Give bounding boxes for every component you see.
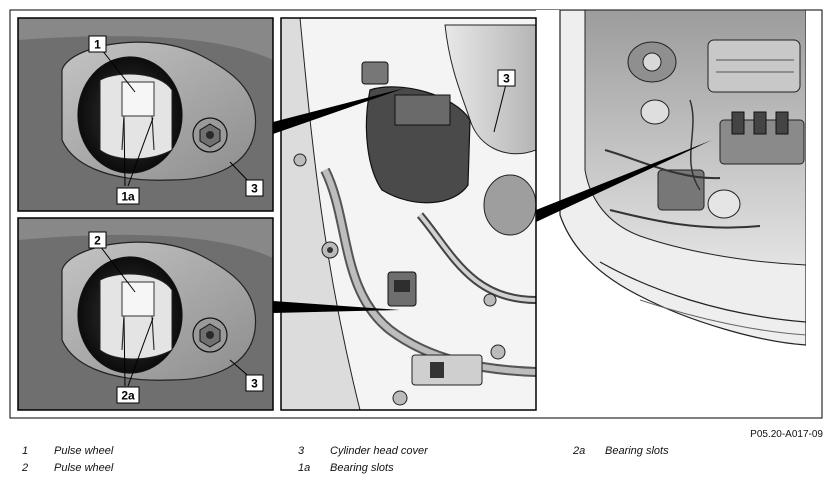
legend-text: Bearing slots xyxy=(330,462,394,474)
callout-3-center-label: 3 xyxy=(503,72,510,86)
pointer-center-to-car xyxy=(536,140,712,222)
inset-bottom-view xyxy=(18,218,273,410)
callout-3-top-label: 3 xyxy=(251,182,258,196)
callout-3-top: 3 xyxy=(245,179,264,197)
legend-text: Pulse wheel xyxy=(54,445,114,457)
callout-2a: 2a xyxy=(116,386,140,404)
engine-closeup-frame xyxy=(280,17,537,411)
pointer-top-inset xyxy=(273,88,405,134)
pointer-bottom-inset xyxy=(273,301,400,313)
callout-1-label: 1 xyxy=(94,38,101,52)
legend-text: Cylinder head cover xyxy=(330,445,428,457)
callout-1a-label: 1a xyxy=(121,190,135,204)
inset-top-frame xyxy=(17,17,274,212)
legend-number: 2a xyxy=(573,445,586,457)
legend-number: 2 xyxy=(22,462,29,474)
car-overview-view xyxy=(536,10,806,350)
legend: 1 Pulse wheel 2 Pulse wheel 3 Cylinder h… xyxy=(0,443,833,483)
callout-1a: 1a xyxy=(116,187,140,205)
callout-2a-label: 2a xyxy=(121,389,135,403)
callout-2-label: 2 xyxy=(94,234,101,248)
figure-code: P05.20-A017-09 xyxy=(750,429,823,440)
callout-1: 1 xyxy=(88,35,107,53)
legend-number: 1 xyxy=(22,445,29,457)
inset-bottom-frame xyxy=(17,217,274,411)
leader-lines xyxy=(99,49,507,387)
callout-3-bottom: 3 xyxy=(245,374,264,392)
legend-text: Bearing slots xyxy=(605,445,669,457)
callout-3-bottom-label: 3 xyxy=(251,377,258,391)
callout-3-center: 3 xyxy=(497,69,516,87)
legend-number: 1a xyxy=(298,462,311,474)
callout-2: 2 xyxy=(88,231,107,249)
legend-text: Pulse wheel xyxy=(54,462,114,474)
inset-top-view xyxy=(18,18,273,211)
legend-number: 3 xyxy=(298,445,305,457)
